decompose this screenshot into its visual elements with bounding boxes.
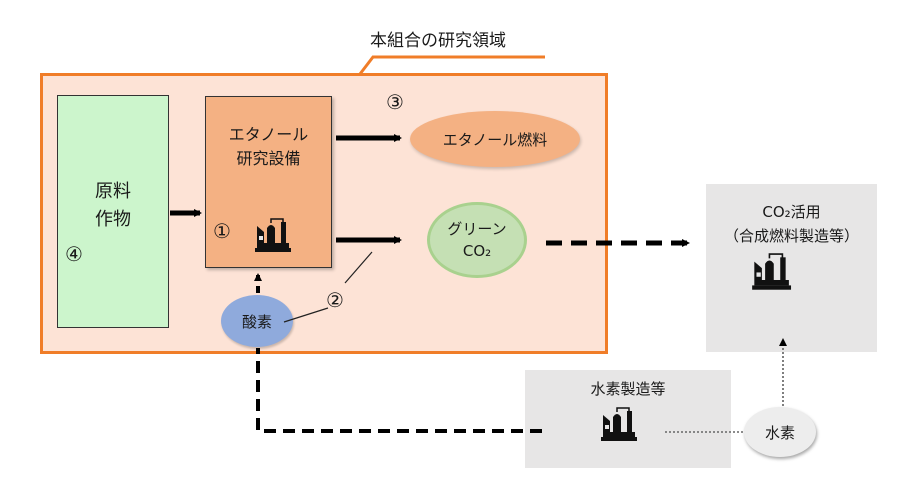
green-co2-label-line2: CO₂ <box>462 242 492 260</box>
co2-utilization-box <box>706 184 877 352</box>
title-leader-line <box>358 55 545 75</box>
oxygen-co2-number-badge: ② <box>326 288 344 312</box>
oxygen-node: 酸素 <box>221 295 293 347</box>
co2-utilization-label-line1: CO₂活用 <box>762 203 821 221</box>
raw-crop-label-line1: 原料 <box>95 181 131 202</box>
crop-number-badge: ④ <box>65 242 83 266</box>
co2-utilization-label: CO₂活用 （合成燃料製造等） <box>706 200 877 248</box>
raw-crop-label: 原料 作物 <box>57 178 169 234</box>
raw-crop-box <box>57 95 169 328</box>
hydrogen-node: 水素 <box>744 407 816 457</box>
path-hydrogen-production-to-oxygen <box>256 348 542 433</box>
oxygen-label: 酸素 <box>241 312 272 331</box>
research-region-title: 本組合の研究領域 <box>370 31 506 51</box>
ethanol-facility-number-badge: ① <box>213 219 231 243</box>
ethanol-fuel-label: エタノール燃料 <box>442 130 548 149</box>
hydrogen-production-label: 水素製造等 <box>590 380 666 398</box>
green-co2-label-line1: グリーン <box>447 220 507 238</box>
ethanol-facility-label-line1: エタノール <box>228 125 309 144</box>
ethanol-facility-label-line2: 研究設備 <box>236 149 301 168</box>
hydrogen-label: 水素 <box>764 423 795 442</box>
green-co2-node: グリーン CO₂ <box>427 202 527 278</box>
factory-icon <box>600 407 638 442</box>
raw-crop-label-line2: 作物 <box>95 209 131 230</box>
callout-line-oxygen <box>283 307 329 323</box>
factory-icon <box>254 218 292 253</box>
factory-icon <box>751 253 792 291</box>
co2-utilization-label-line2: （合成燃料製造等） <box>723 227 859 245</box>
ethanol-facility-label: エタノール 研究設備 <box>205 123 332 171</box>
callout-line-co2 <box>344 251 373 284</box>
ethanol-fuel-node: エタノール燃料 <box>410 111 580 167</box>
ethanol-fuel-number-badge: ③ <box>386 90 404 114</box>
